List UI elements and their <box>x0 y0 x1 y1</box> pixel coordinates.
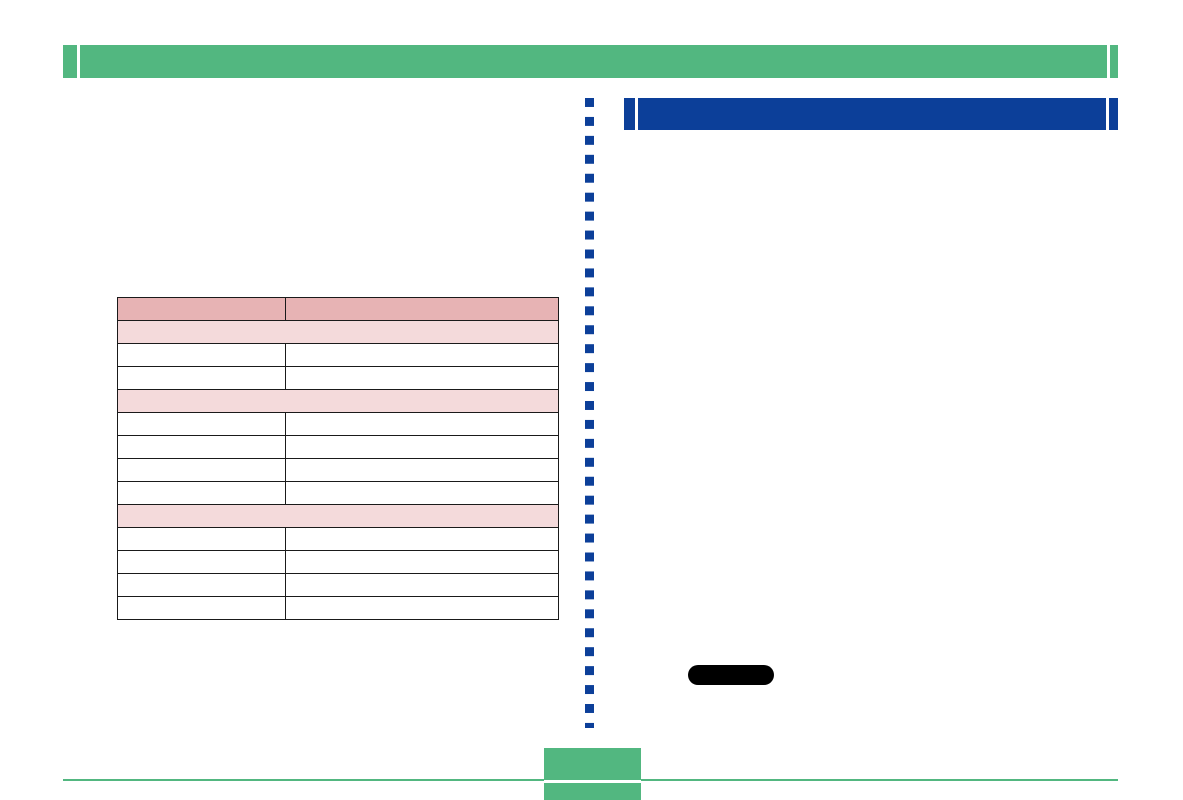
table-group-row <box>117 320 559 344</box>
table-cell <box>117 366 286 390</box>
table-cell <box>285 573 559 597</box>
table-cell <box>117 550 286 574</box>
table-row <box>117 481 559 505</box>
table-cell <box>285 550 559 574</box>
table-cell <box>285 435 559 459</box>
section-header-bar <box>624 98 1118 130</box>
page-tab-gap <box>544 780 641 783</box>
table-group-cell <box>117 320 559 344</box>
table-cell <box>285 596 559 620</box>
table-cell <box>117 596 286 620</box>
table-row <box>117 573 559 597</box>
table-cell <box>285 481 559 505</box>
table-cell <box>117 481 286 505</box>
top-header-bar <box>63 45 1118 78</box>
table-row <box>117 435 559 459</box>
header-bar-right-notch <box>1107 45 1110 78</box>
table-cell <box>117 527 286 551</box>
page-number-tab <box>544 748 641 800</box>
table-row <box>117 458 559 482</box>
table-row <box>117 366 559 390</box>
header-bar-left-notch <box>77 45 80 78</box>
table-row <box>117 527 559 551</box>
table-row <box>117 550 559 574</box>
note-pill-label <box>688 665 774 685</box>
table-cell <box>117 343 286 367</box>
table-group-cell <box>117 389 559 413</box>
table-row <box>117 412 559 436</box>
table-cell <box>117 412 286 436</box>
table-cell <box>285 412 559 436</box>
table-row <box>117 343 559 367</box>
table-cell <box>117 435 286 459</box>
table-header-cell <box>117 297 286 321</box>
table-group-cell <box>117 504 559 528</box>
section-bar-right-notch <box>1106 98 1109 130</box>
table-cell <box>285 458 559 482</box>
column-divider <box>585 98 595 728</box>
table-cell <box>285 343 559 367</box>
table-group-row <box>117 389 559 413</box>
table-cell <box>117 573 286 597</box>
table-group-row <box>117 504 559 528</box>
table-cell <box>285 527 559 551</box>
table-cell <box>285 366 559 390</box>
table-header-row <box>117 297 559 321</box>
section-bar-left-notch <box>635 98 638 130</box>
spec-table <box>117 297 559 620</box>
table-row <box>117 596 559 620</box>
table-cell <box>117 458 286 482</box>
table-header-cell <box>285 297 559 321</box>
